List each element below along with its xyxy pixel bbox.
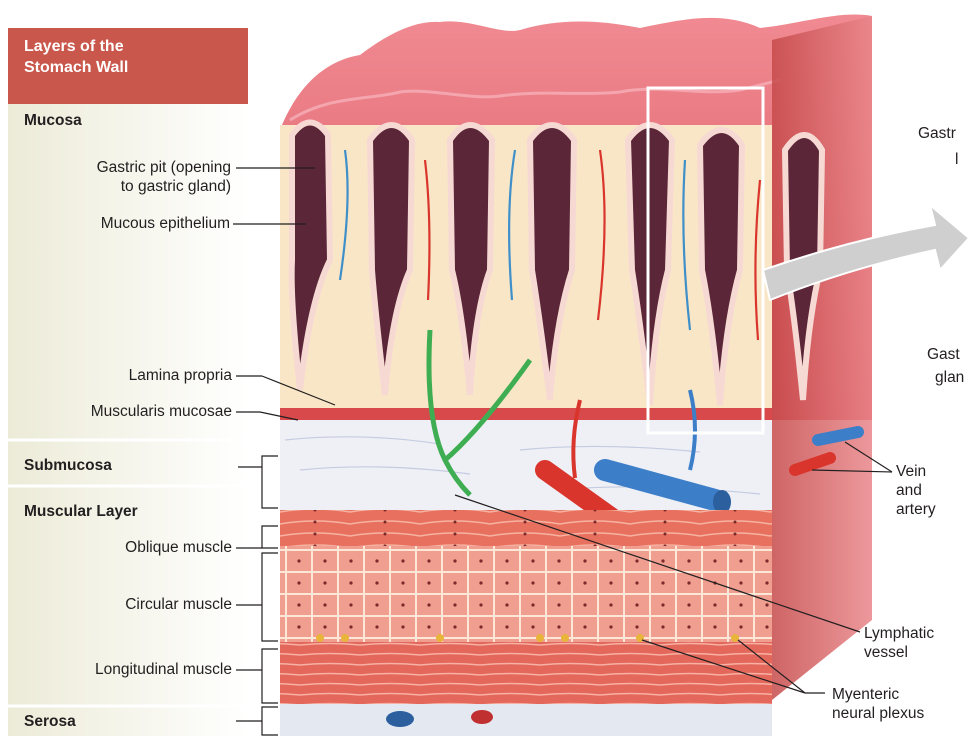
label-muscularis-mucosae: Muscularis mucosae	[20, 402, 232, 421]
longitudinal-muscle-region	[280, 642, 772, 704]
layer-header-muscular: Muscular Layer	[8, 503, 248, 521]
label-gastric-gland-cropped: Gast	[927, 345, 960, 364]
label-myenteric: Myenteric	[832, 685, 924, 704]
label-artery: artery	[896, 500, 936, 519]
label-gastric-pit-line2: to gastric gland)	[45, 177, 231, 196]
layer-header-mucosa: Mucosa	[8, 112, 248, 130]
label-neural-plexus: neural plexus	[832, 704, 924, 723]
muscularis-mucosae-band	[280, 408, 772, 420]
label-lymphatic-vessel: Lymphatic vessel	[864, 624, 934, 662]
label-gastric-cropped: Gastr	[918, 124, 956, 143]
label-vein-and-artery: Vein and artery	[896, 462, 936, 519]
layer-header-submucosa: Submucosa	[8, 457, 248, 475]
label-longitudinal-muscle: Longitudinal muscle	[20, 660, 232, 679]
serosa-region	[280, 704, 772, 736]
label-lamina-propria: Lamina propria	[40, 366, 232, 385]
label-gastric-pit: Gastric pit (opening to gastric gland)	[45, 158, 231, 196]
label-mucous-epithelium: Mucous epithelium	[40, 214, 230, 233]
oblique-muscle-region	[280, 510, 772, 546]
label-gastric-gland-cropped-2: glan	[935, 368, 964, 387]
label-vein: Vein	[896, 462, 936, 481]
circular-muscle-region	[280, 546, 772, 642]
label-gastric-cropped-2: l	[955, 150, 958, 169]
label-and: and	[896, 481, 936, 500]
label-oblique-muscle: Oblique muscle	[20, 538, 232, 557]
label-circular-muscle: Circular muscle	[20, 595, 232, 614]
label-lymphatic: Lymphatic	[864, 624, 934, 643]
label-gastric-pit-line1: Gastric pit (opening	[45, 158, 231, 177]
layer-header-serosa: Serosa	[8, 713, 248, 731]
label-vessel: vessel	[864, 643, 934, 662]
label-myenteric-plexus: Myenteric neural plexus	[832, 685, 924, 723]
